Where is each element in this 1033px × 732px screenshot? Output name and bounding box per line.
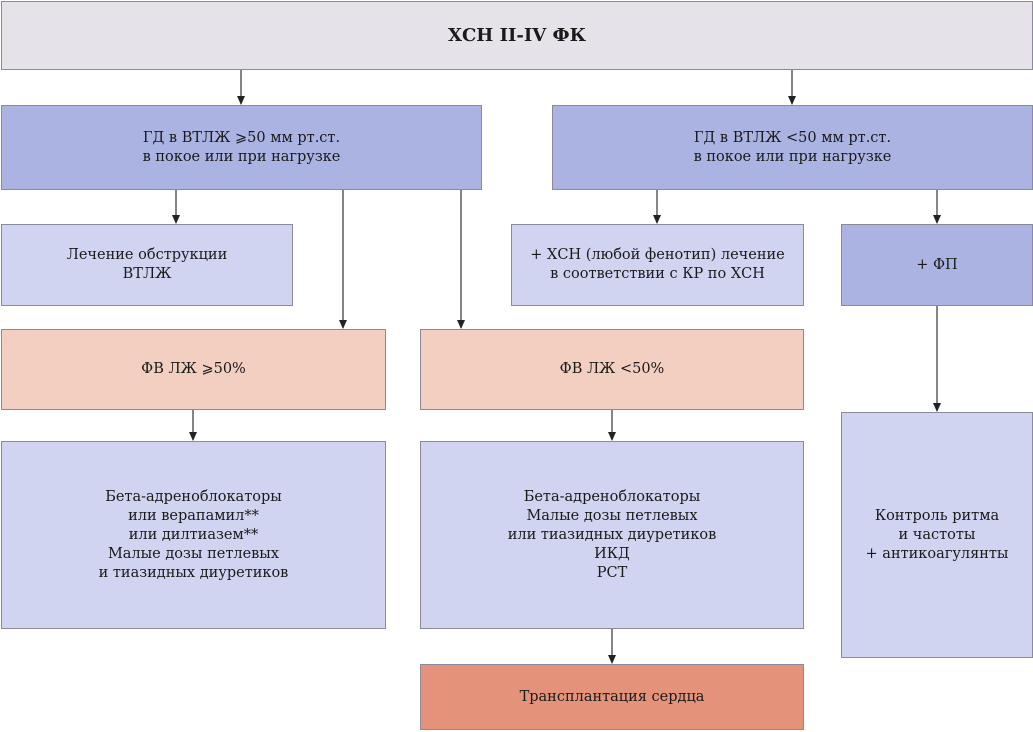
node-af-treatment-label: Контроль ритма и частоты + антикоагулянт… xyxy=(865,507,1009,562)
node-gradient-low: ГД в ВТЛЖ <50 мм рт.ст. в покое или при … xyxy=(552,105,1033,190)
node-obstruction-treatment: Лечение обструкции ВТЛЖ xyxy=(1,224,293,306)
node-ef-high-label: ФВ ЛЖ ⩾50% xyxy=(141,361,246,377)
node-treatment-ef-high-label: Бета-адреноблокаторы или верапамил** или… xyxy=(98,488,289,581)
node-hf-any-phenotype-label: + ХСН (любой фенотип) лечение в соответс… xyxy=(530,247,785,282)
node-af-treatment: Контроль ритма и частоты + антикоагулянт… xyxy=(841,412,1033,658)
root-node-label: ХСН II-IV ФК xyxy=(448,25,586,46)
root-node-hf-class: ХСН II-IV ФК xyxy=(1,1,1033,70)
node-obstruction-treatment-label: Лечение обструкции ВТЛЖ xyxy=(66,247,228,282)
node-treatment-ef-low-label: Бета-адреноблокаторы Малые дозы петлевых… xyxy=(507,488,717,581)
node-treatment-ef-low: Бета-адреноблокаторы Малые дозы петлевых… xyxy=(420,441,804,629)
node-gradient-high: ГД в ВТЛЖ ⩾50 мм рт.ст. в покое или при … xyxy=(1,105,482,190)
node-gradient-high-label: ГД в ВТЛЖ ⩾50 мм рт.ст. в покое или при … xyxy=(142,129,341,165)
node-atrial-fibrillation: + ФП xyxy=(841,224,1033,306)
node-treatment-ef-high: Бета-адреноблокаторы или верапамил** или… xyxy=(1,441,386,629)
node-hf-any-phenotype: + ХСН (любой фенотип) лечение в соответс… xyxy=(511,224,804,306)
node-heart-transplant: Трансплантация сердца xyxy=(420,664,804,730)
node-ef-high: ФВ ЛЖ ⩾50% xyxy=(1,329,386,410)
node-ef-low: ФВ ЛЖ <50% xyxy=(420,329,804,410)
node-gradient-low-label: ГД в ВТЛЖ <50 мм рт.ст. в покое или при … xyxy=(693,129,892,165)
node-atrial-fibrillation-label: + ФП xyxy=(916,256,958,273)
node-ef-low-label: ФВ ЛЖ <50% xyxy=(559,361,665,377)
node-heart-transplant-label: Трансплантация сердца xyxy=(519,688,705,705)
